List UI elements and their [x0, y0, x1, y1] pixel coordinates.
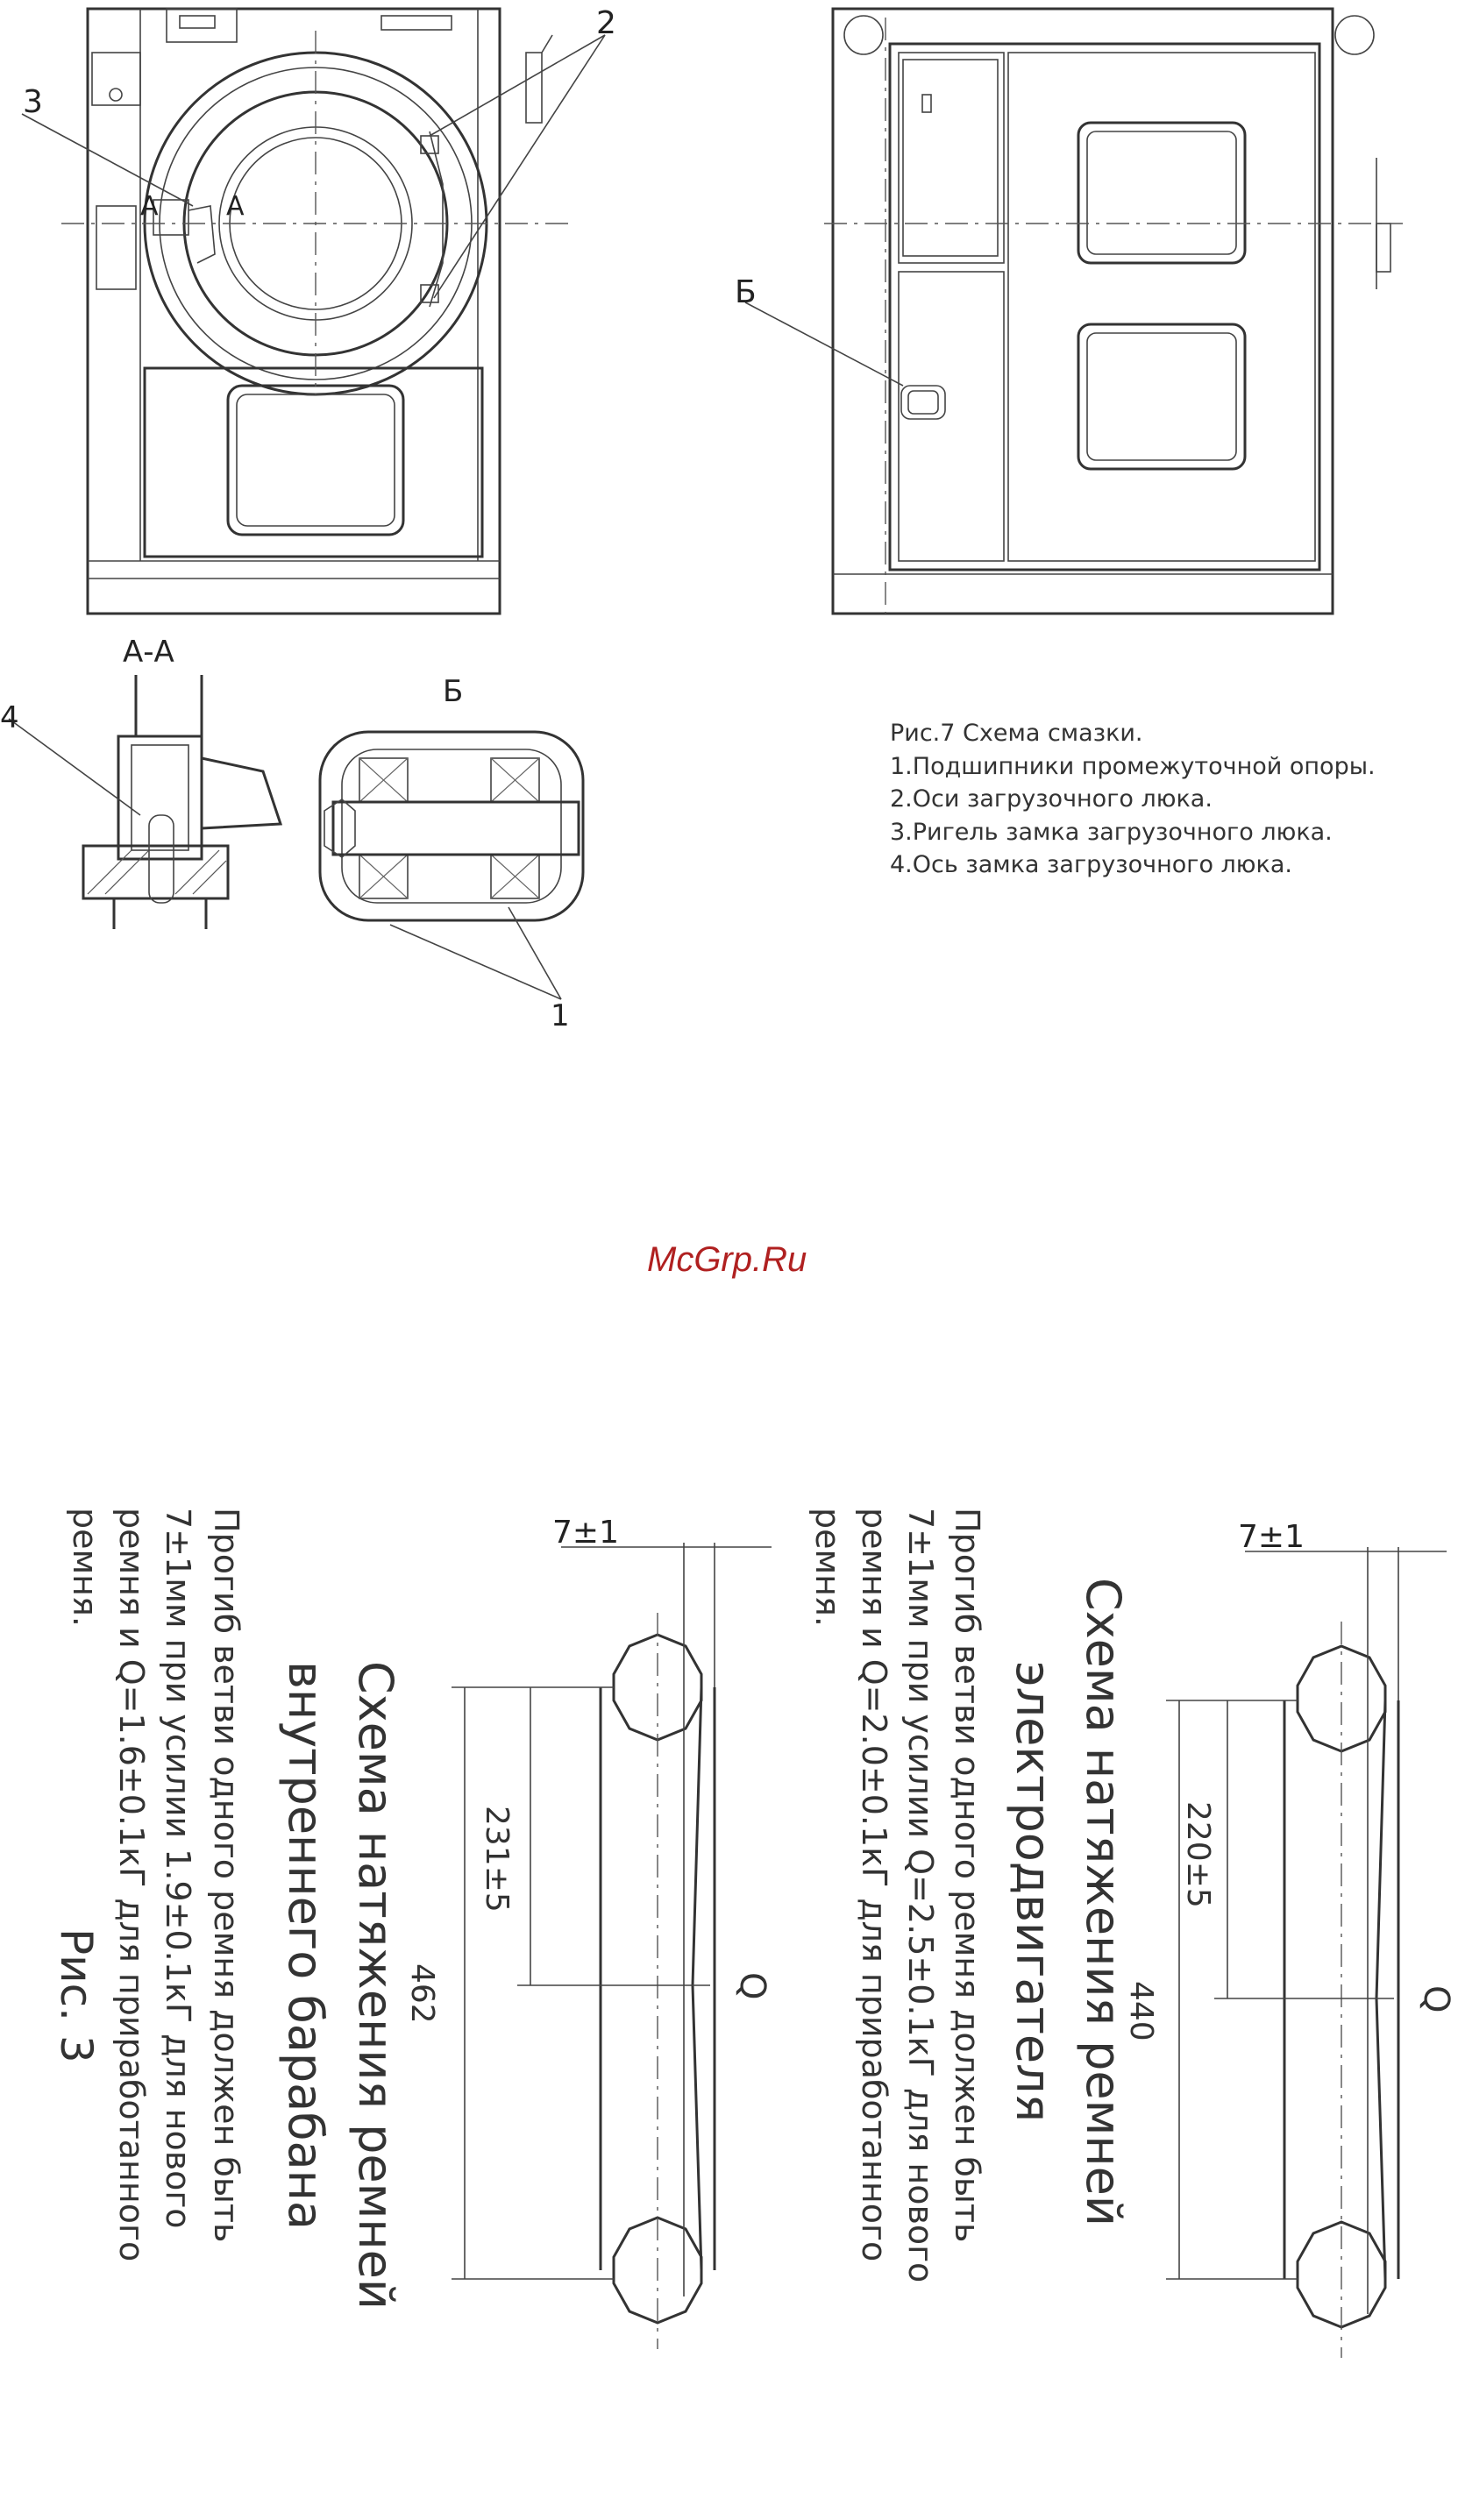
left-note-2: 7±1мм при усилии 1.9±0.1кГ для нового: [159, 1508, 197, 2229]
left-note-3: ремня и Q=1.6±0.1кГ для приработанного: [112, 1508, 151, 2261]
caption-item-3: 3.Ригель замка загрузочного люка.: [890, 819, 1333, 846]
left-fig-label: Рис. 3: [51, 1928, 102, 2063]
view-b: Б 1: [318, 674, 585, 1033]
left-dim-total: 462: [404, 1963, 440, 2024]
section-mark-a-left: А: [140, 191, 159, 222]
caption-item-1: 1.Подшипники промежуточной опоры.: [890, 753, 1376, 780]
right-dim-total: 440: [1123, 1981, 1159, 2041]
right-title-2: электродвигателя: [1006, 1661, 1061, 2122]
caption-item-2: 2.Оси загрузочного люка.: [890, 785, 1213, 813]
callout-1: 1: [551, 998, 570, 1033]
belt-scheme-right: 7±1 220±5 440 Q Схема натяжения ремней э…: [808, 1508, 1456, 2358]
right-note-2: 7±1мм при усилии Q=2.5±0.1кГ для нового: [901, 1508, 940, 2282]
callout-3: 3: [23, 84, 43, 120]
caption-item-4: 4.Ось замка загрузочного люка.: [890, 851, 1292, 878]
section-mark-a-right: А: [226, 191, 245, 222]
left-dim-deflection: 7±1: [552, 1515, 619, 1551]
view-b-title: Б: [443, 674, 463, 709]
left-dim-half: 231±5: [479, 1806, 515, 1913]
callout-2: 2: [596, 5, 616, 41]
watermark: McGrp.Ru: [647, 1240, 807, 1279]
left-title-1: Схема натяжения ремней: [348, 1661, 403, 2310]
right-note-3: ремня и Q=2.0±0.1кГ для приработанного: [855, 1508, 893, 2261]
section-aa: А-А 4: [0, 635, 283, 929]
callout-4: 4: [0, 700, 19, 735]
right-dim-half: 220±5: [1180, 1801, 1216, 1908]
left-note-4: ремня.: [66, 1508, 104, 1627]
right-title-1: Схема натяжения ремней: [1076, 1578, 1131, 2226]
callout-b: Б: [735, 274, 757, 310]
left-force-q: Q: [732, 1972, 772, 1999]
front-view: 3 2 А А: [21, 5, 616, 615]
section-aa-title: А-А: [123, 635, 174, 670]
right-force-q: Q: [1416, 1985, 1456, 2012]
caption: Рис.7 Схема смазки. 1.Подшипники промежу…: [890, 720, 1376, 878]
left-title-2: внутреннего барабана: [278, 1661, 333, 2230]
side-view: Б: [735, 7, 1403, 615]
caption-title: Рис.7 Схема смазки.: [890, 720, 1143, 747]
right-dim-deflection: 7±1: [1238, 1519, 1305, 1555]
left-note-1: Прогиб ветви одного ремня должен быть: [207, 1508, 245, 2242]
right-note-1: Прогиб ветви одного ремня должен быть: [948, 1508, 986, 2242]
belt-scheme-left: 7±1 231±5 462 Q Схема натяжения ремней в…: [51, 1508, 772, 2349]
right-note-4: ремня.: [808, 1508, 847, 1627]
